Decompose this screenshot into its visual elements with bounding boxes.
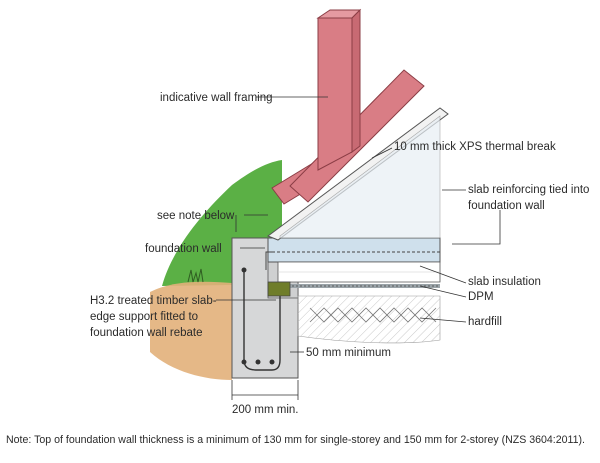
rebar: [241, 267, 275, 365]
hardfill-stones: [309, 307, 437, 323]
slab-tie: [265, 251, 272, 270]
label-50mm-minimum: 50 mm minimum: [306, 347, 391, 359]
xps-thermal-break: [266, 107, 449, 241]
label-200mm-min: 200 mm min.: [232, 404, 298, 416]
label-slab-reinforcing-1: slab reinforcing tied into: [468, 184, 589, 196]
label-hardfill: hardfill: [468, 316, 502, 328]
timber-slab-edge-support: [267, 281, 291, 297]
soil: [150, 281, 232, 380]
grass-mound: [162, 160, 282, 286]
wall-stud: [317, 17, 353, 171]
label-slab-insulation: slab insulation: [468, 276, 541, 288]
interior-wall-lining: [279, 115, 441, 239]
concrete-slab: [267, 237, 441, 263]
footnote: Note: Top of foundation wall thickness i…: [6, 434, 585, 446]
label-timber-2: edge support fitted to: [90, 311, 198, 323]
leader-lines: [216, 96, 501, 400]
label-thermal-break: 10 mm thick XPS thermal break: [394, 141, 556, 153]
label-slab-reinforcing-2: foundation wall: [468, 200, 545, 212]
label-wall-framing: indicative wall framing: [160, 92, 273, 104]
starter-bar: [243, 268, 281, 371]
label-timber-1: H3.2 treated timber slab-: [90, 295, 217, 307]
label-timber-3: foundation wall rebate: [90, 327, 203, 339]
grass-tuft: [187, 268, 204, 283]
label-dpm: DPM: [468, 291, 494, 303]
label-foundation-wall: foundation wall: [145, 243, 222, 255]
stud-side: [351, 8, 361, 153]
label-see-note: see note below: [157, 210, 235, 222]
